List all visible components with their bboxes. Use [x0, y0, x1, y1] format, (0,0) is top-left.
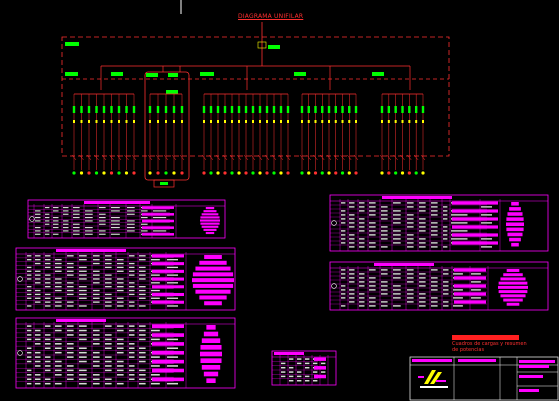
- table-load-1: [27, 199, 226, 239]
- row-marker-icon: [331, 283, 337, 289]
- branch-group: [147, 93, 185, 175]
- table-summary: [271, 350, 337, 386]
- notes-header-bar: [452, 335, 519, 340]
- table-load-5: [329, 261, 549, 311]
- row-marker-icon: [17, 276, 23, 282]
- branch-group: [71, 93, 137, 175]
- branch-circuits: [71, 93, 426, 175]
- title-block: [409, 356, 559, 401]
- logo-mark: [418, 370, 448, 388]
- table-load-3: [15, 317, 236, 389]
- row-marker-icon: [331, 220, 337, 226]
- branch-group: [201, 93, 291, 175]
- table-load-2: [15, 247, 236, 311]
- main-breaker: [257, 41, 267, 49]
- load-tables: [15, 194, 549, 389]
- row-marker-icon: [17, 350, 23, 356]
- diagram-title: DIAGRAMA UNIFILAR: [238, 13, 304, 20]
- sub-panel-highlight: [144, 71, 190, 181]
- notes-title: Cuadros de cargas y resumen de potencias: [452, 341, 527, 353]
- table-load-4: [329, 194, 549, 252]
- single-line-diagram: [61, 22, 450, 188]
- branch-group: [299, 93, 359, 175]
- branch-group: [379, 93, 426, 175]
- row-marker-icon: [29, 216, 35, 222]
- circuit-tags: [65, 42, 384, 94]
- sub-panel-base: [153, 179, 175, 188]
- diagram-enclosure: [61, 36, 450, 157]
